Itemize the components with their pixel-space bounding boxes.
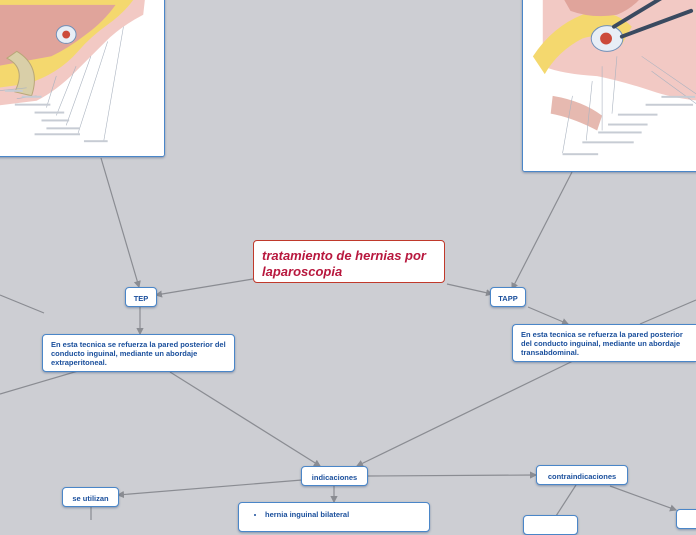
node-indicaciones-label: indicaciones [311,473,358,482]
anatomy-drawing-right [523,0,696,171]
node-se-utilizan-label: se utilizan [72,494,109,503]
node-tapp-label: TAPP [498,294,518,303]
node-tep[interactable]: TEP [125,287,157,307]
indicaciones-bullet-list: hernia inguinal bilateral [247,510,421,519]
node-indicaciones[interactable]: indicaciones [301,466,368,486]
node-tep-label: TEP [133,294,149,303]
node-contraindicaciones-child-right[interactable] [676,509,696,529]
node-tapp-description[interactable]: En esta tecnica se refuerza la pared pos… [512,324,696,362]
node-tep-description[interactable]: En esta tecnica se refuerza la pared pos… [42,334,235,372]
node-tapp-description-text: En esta tecnica se refuerza la pared pos… [521,330,683,357]
root-topic[interactable]: tratamiento de hernias por laparoscopia [253,240,445,283]
list-item: hernia inguinal bilateral [265,510,421,519]
anatomy-illustration-right [522,0,696,172]
connector-lines [0,157,696,520]
node-contraindicaciones[interactable]: contraindicaciones [536,465,628,485]
node-tep-description-text: En esta tecnica se refuerza la pared pos… [51,340,226,367]
root-title: tratamiento de hernias por laparoscopia [262,248,426,279]
node-contraindicaciones-label: contraindicaciones [547,472,617,481]
anatomy-illustration-left [0,0,165,157]
node-se-utilizan[interactable]: se utilizan [62,487,119,507]
node-contraindicaciones-child[interactable] [523,515,578,535]
node-tapp[interactable]: TAPP [490,287,526,307]
anatomy-drawing-left [0,0,164,156]
node-indicaciones-list[interactable]: hernia inguinal bilateral [238,502,430,532]
